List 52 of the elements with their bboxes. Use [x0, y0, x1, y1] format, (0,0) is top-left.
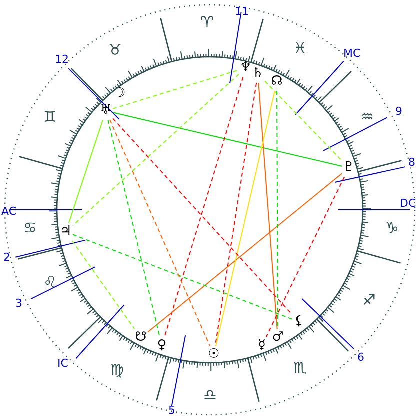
aspect-line	[112, 112, 342, 167]
house-label: 9	[396, 105, 402, 119]
aspect-line	[72, 240, 136, 330]
zodiac-sign-glyph: ♎	[204, 386, 217, 404]
aspect-line	[108, 120, 160, 338]
planet-glyph: ♇	[343, 160, 355, 176]
aspect-line	[164, 76, 244, 338]
zodiac-sign-glyph: ♉	[108, 41, 122, 59]
aspect-line	[109, 120, 211, 346]
house-label: 2	[4, 251, 10, 265]
zodiac-sign-glyph: ♍	[110, 361, 124, 379]
planet-glyph: ♆	[240, 60, 252, 76]
zodiac-sign-glyph: ♏	[294, 359, 307, 377]
planet-glyph: ☿	[256, 338, 268, 354]
house-label: DC	[400, 197, 416, 211]
planet-glyph: ☉	[208, 347, 220, 363]
aspect-line	[112, 118, 292, 315]
aspect-line	[216, 90, 276, 346]
zodiac-sign-glyph: ♒	[360, 108, 374, 126]
house-label: 3	[16, 297, 22, 311]
planet-glyph: ⚸	[293, 314, 305, 330]
zodiac-sign-glyph: ♓	[294, 39, 307, 57]
aspect-line	[72, 234, 292, 320]
zodiac-sign-glyph: ♐	[362, 291, 376, 309]
aspect-line	[148, 173, 342, 333]
planet-glyph: ☽	[114, 86, 126, 102]
aspect-line	[72, 74, 240, 226]
zodiac-sign-glyph: ♌	[44, 273, 57, 291]
zodiac-sign-glyph: ♈	[200, 13, 214, 31]
house-label: MC	[344, 47, 361, 61]
planet-glyph: ☊	[271, 74, 283, 90]
planet-glyph: ♅	[100, 103, 112, 119]
aspect-line	[266, 176, 346, 338]
aspect-line	[112, 70, 240, 110]
house-label: AC	[2, 205, 17, 219]
aspect-line	[264, 80, 342, 162]
zodiac-sign-glyph: ♑	[386, 219, 399, 237]
planet-glyph: ♄	[252, 66, 264, 82]
house-label: 6	[358, 351, 364, 365]
house-label: 8	[408, 156, 416, 170]
house-label: 5	[168, 404, 176, 418]
house-label: 12	[55, 53, 69, 67]
house-label: IC	[58, 357, 68, 371]
planet-glyph: ♂	[272, 330, 284, 346]
aspect-line	[258, 82, 278, 330]
house-label: 11	[235, 5, 249, 19]
planet-glyph: ♀	[156, 338, 168, 354]
planet-glyph: ☋	[135, 330, 147, 346]
planet-glyph: ♃	[60, 224, 72, 240]
aspect-line	[68, 120, 104, 224]
zodiac-sign-glyph: ♊	[44, 108, 57, 126]
zodiac-sign-glyph: ♋	[24, 219, 37, 237]
